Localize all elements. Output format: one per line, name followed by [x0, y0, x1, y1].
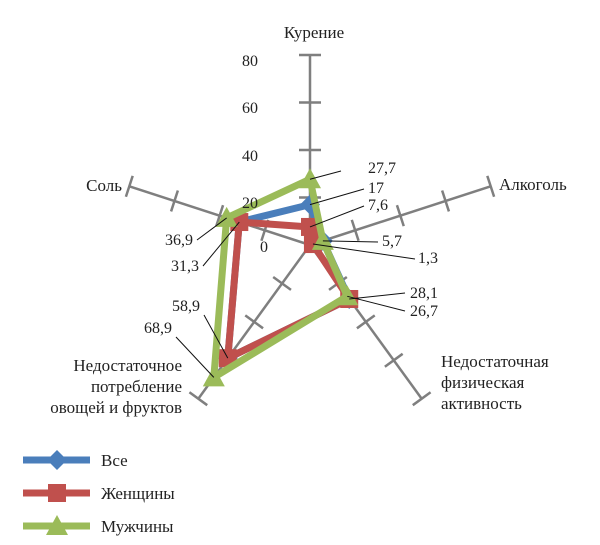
axis-tick: [384, 352, 404, 368]
legend-item-diamond[interactable]: Все: [23, 450, 128, 470]
axis-label: активность: [441, 394, 522, 413]
axis-tick: [124, 175, 134, 198]
axis-tick: [412, 391, 432, 407]
data-label: 68,9: [144, 320, 172, 337]
data-label: 7,6: [368, 197, 388, 214]
leader-line: [175, 336, 215, 378]
tick-label: 20: [242, 195, 258, 212]
axis-label: Недостаточная: [441, 352, 549, 371]
axis-tick: [244, 314, 264, 330]
data-label: 1,3: [418, 250, 438, 267]
tick-label: 60: [242, 100, 258, 117]
data-label: 28,1: [410, 285, 438, 302]
leader-line: [322, 240, 379, 243]
axis-label: Недостаточное: [73, 356, 182, 375]
data-point-triangle: [299, 168, 321, 189]
data-label: 5,7: [382, 233, 402, 250]
data-point-triangle: [202, 366, 225, 387]
leader-line: [347, 295, 406, 312]
leader-line: [309, 170, 342, 180]
data-label-leaders: [175, 170, 416, 378]
axis-tick: [356, 314, 376, 330]
radar-series: [202, 168, 360, 387]
axis-label: Алкоголь: [499, 175, 567, 194]
data-point-triangle: [336, 285, 359, 306]
leader-line: [312, 243, 416, 260]
axis-tick: [486, 175, 496, 198]
axis-tick: [215, 204, 225, 227]
data-label: 27,7: [368, 160, 396, 177]
legend-label: Мужчины: [101, 517, 174, 536]
tick-label: 0: [260, 239, 268, 256]
axis-label: Соль: [86, 176, 122, 195]
axis-tick: [188, 391, 208, 407]
legend-item-triangle[interactable]: Мужчины: [23, 515, 174, 536]
legend-item-square[interactable]: Женщины: [23, 484, 175, 503]
legend-label: Женщины: [101, 484, 175, 503]
leader-line: [309, 205, 365, 228]
axis-tick: [395, 204, 405, 227]
data-label: 58,9: [172, 298, 200, 315]
series-line-triangle: [210, 175, 351, 381]
axis-tick: [440, 190, 451, 212]
axis-tick: [169, 190, 180, 212]
data-label: 17: [368, 180, 384, 197]
data-label: 26,7: [410, 303, 438, 320]
axis-label: потребление: [91, 377, 182, 396]
data-label: 36,9: [165, 232, 193, 249]
leader-line: [309, 188, 365, 206]
legend-marker-diamond: [47, 450, 67, 470]
leader-line: [196, 217, 227, 241]
axis-tick: [350, 219, 360, 242]
legend-marker-triangle: [46, 515, 68, 535]
data-label: 31,3: [171, 258, 199, 275]
leader-line: [349, 292, 406, 300]
legend-marker-square: [48, 484, 66, 502]
axis-label: физическая: [441, 373, 525, 392]
legend-label: Все: [101, 451, 128, 470]
axis-label: овощей и фруктов: [50, 398, 182, 417]
tick-label: 40: [242, 148, 258, 165]
axis-label: Курение: [284, 23, 344, 42]
leader-line: [202, 221, 240, 267]
axis-tick: [272, 275, 292, 291]
tick-label: 80: [242, 53, 258, 70]
leader-line: [203, 314, 229, 359]
